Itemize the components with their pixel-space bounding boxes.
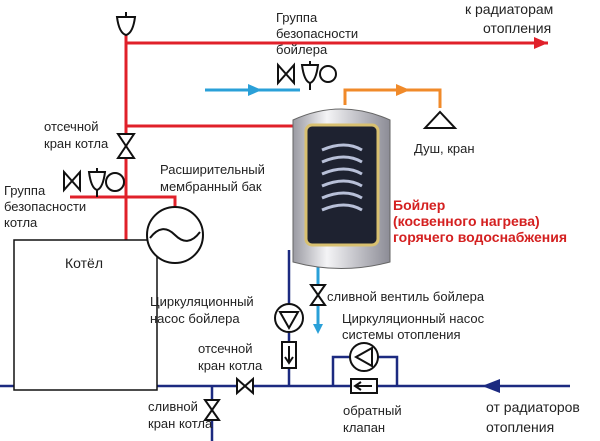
kotel-box xyxy=(13,239,158,391)
safety-group-kotel-icon xyxy=(63,168,125,197)
arrow-right-icon xyxy=(248,84,262,96)
arrow-right-icon xyxy=(534,37,548,49)
valve-icon xyxy=(203,399,221,421)
expansion-tank-icon xyxy=(146,206,204,264)
valve-icon xyxy=(236,376,254,396)
boiler-drain-valve-label: сливной вентиль бойлера xyxy=(327,289,485,304)
hot-water-pipe xyxy=(343,84,458,129)
arrow-right-icon xyxy=(396,84,410,96)
valve-icon xyxy=(309,284,327,306)
boiler-pump-icon xyxy=(274,303,304,333)
arrow-left-icon xyxy=(482,379,500,393)
air-vent-icon xyxy=(115,12,137,37)
valve-icon xyxy=(116,133,136,159)
safety-group-boiler-icon xyxy=(277,61,337,90)
arrow-down-icon xyxy=(313,324,323,334)
water-heater-label: Бойлер(косвенного нагрева)горячего водос… xyxy=(393,197,567,245)
supply-pipes xyxy=(70,35,548,240)
shower-label: Душ, кран xyxy=(414,141,475,156)
check-valve-icon xyxy=(350,378,378,394)
water-heater-tank xyxy=(292,108,391,269)
check-valve-icon xyxy=(281,341,297,369)
kotel-label: Котёл xyxy=(65,255,103,271)
heating-pump-icon xyxy=(349,342,379,372)
shower-icon xyxy=(422,110,458,129)
